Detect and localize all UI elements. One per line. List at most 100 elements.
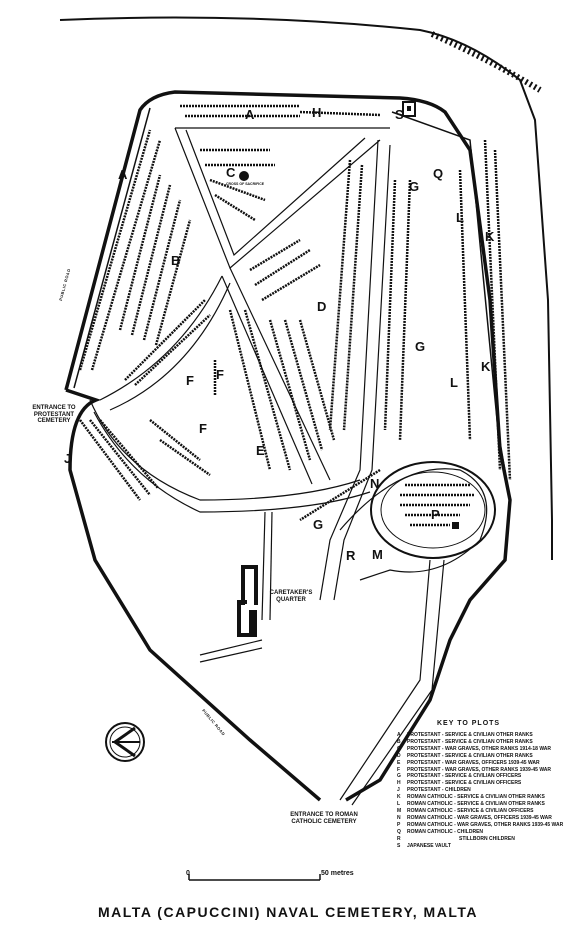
key-text: PROTESTANT - SERVICE & CIVILIAN OTHER RA… [407,732,533,738]
cross-of-sacrifice-icon [239,171,249,181]
plot-label-g-bottom: G [313,517,324,532]
grave-rows-f-e [124,299,292,477]
key-item: G PROTESTANT - SERVICE & CIVILIAN OFFICER… [397,773,573,780]
plot-label-q: Q [433,166,444,181]
outer-wall [59,16,553,560]
plot-label-s: S [395,107,404,122]
grave-rows-c [200,148,275,222]
plot-label-f-low: F [199,421,207,436]
caretaker-label: CARETAKER'S QUARTER [269,590,313,603]
key-text: ROMAN CATHOLIC - SERVICE & CIVILIAN OTHE… [407,794,545,801]
key-item: L ROMAN CATHOLIC - SERVICE & CIVILIAN OTH… [397,801,573,808]
entrance-catholic-label: ENTRANCE TO ROMAN CATHOLIC CEMETERY [290,812,358,825]
plot-label-h: H [312,105,322,120]
key-text: PROTESTANT - WAR GRAVES, OFFICERS 1939-4… [407,759,540,766]
map-title: MALTA (CAPUCCINI) NAVAL CEMETERY, MALTA [98,904,478,920]
key-letter: Q [397,828,401,835]
plot-label-k-bottom: K [481,359,491,374]
key-text: PROTESTANT - SERVICE & CIVILIAN OTHER RA… [407,738,533,745]
key-text: ROMAN CATHOLIC - WAR GRAVES, OFFICERS 19… [407,814,552,821]
scale-zero-label: 0 [186,870,190,877]
key-letter: B [397,738,401,745]
key-letter: J [397,787,400,794]
grave-rows-j [79,419,159,501]
plot-label-g-right: G [415,339,426,354]
key-item: K ROMAN CATHOLIC - SERVICE & CIVILIAN OTH… [397,794,573,801]
plot-p-circle [370,461,496,559]
key-text: ROMAN CATHOLIC - CHILDREN [407,828,484,835]
key-title: KEY TO PLOTS [437,720,501,727]
plot-label-a-top: A [245,107,255,122]
key-text: PROTESTANT - WAR GRAVES, OTHER RANKS 191… [407,745,551,752]
key-item: P ROMAN CATHOLIC - WAR GRAVES, OTHER RANK… [397,822,573,829]
plot-label-e: E [256,443,265,458]
key-item: A PROTESTANT - SERVICE & CIVILIAN OTHER R… [397,732,573,739]
grave-rows-d [249,159,364,461]
key-letter: G [397,773,401,780]
key-item: Q ROMAN CATHOLIC - CHILDREN [397,829,573,836]
key-letter: R [397,835,401,842]
cross-of-sacrifice-label: CROSS OF SACRIFICE [225,182,265,186]
grave-rows-p [400,483,475,527]
plot-label-c: C [226,165,236,180]
plot-label-r: R [346,548,356,563]
paths [89,127,488,806]
key-letter: C [397,745,401,752]
cemetery-boundary [64,90,512,802]
plot-label-n: N [370,476,380,491]
key-text: PROTESTANT - SERVICE & CIVILIAN OFFICERS [407,780,522,787]
key-item: N ROMAN CATHOLIC - WAR GRAVES, OFFICERS 1… [397,815,573,822]
plot-label-m: M [372,547,383,562]
key-list: A PROTESTANT - SERVICE & CIVILIAN OTHER R… [397,732,573,849]
key-letter: M [397,807,402,814]
scale-bar [188,874,321,881]
key-letter: E [397,759,401,766]
plot-p-marker [452,522,459,529]
key-text: ROMAN CATHOLIC - WAR GRAVES, OTHER RANKS… [407,821,564,828]
key-text: STILLBORN CHILDREN [459,835,515,842]
plot-label-b: B [171,253,181,268]
key-letter: S [397,842,401,849]
grave-rows-a [78,104,381,371]
key-item: H PROTESTANT - SERVICE & CIVILIAN OFFICER… [397,780,573,787]
key-item: S JAPANESE VAULT [397,843,573,850]
key-letter: N [397,814,401,821]
entrance-protestant-label: ENTRANCE TO PROTESTANT CEMETERY [32,405,76,425]
key-item: R STILLBORN CHILDREN [397,836,573,843]
grave-rows-b [118,174,192,346]
plot-label-l-bottom: L [450,375,458,390]
grave-rows-g-l-k [299,139,512,522]
compass-icon [105,722,145,762]
plot-label-f-left: F [186,373,194,388]
key-item: E PROTESTANT - WAR GRAVES, OFFICERS 1939-… [397,760,573,767]
scale-end-label: 50 metres [321,870,354,877]
key-item: J PROTESTANT - CHILDREN [397,787,573,794]
plot-label-a-left: A [118,167,128,182]
key-letter: L [397,801,401,808]
key-text: PROTESTANT - SERVICE & CIVILIAN OTHER RA… [407,752,533,759]
key-item: C PROTESTANT - WAR GRAVES, OTHER RANKS 19… [397,746,573,753]
key-letter: P [397,821,401,828]
key-item: B PROTESTANT - SERVICE & CIVILIAN OTHER R… [397,739,573,746]
key-text: ROMAN CATHOLIC - SERVICE & CIVILIAN OTHE… [407,801,545,808]
key-letter: K [397,794,401,801]
japanese-vault-icon [402,101,416,117]
plot-label-p: P [431,507,440,522]
plot-label-k-top: K [485,229,495,244]
key-text: JAPANESE VAULT [407,842,451,849]
key-text: PROTESTANT - WAR GRAVES, OTHER RANKS 193… [407,766,551,773]
key-item: M ROMAN CATHOLIC - SERVICE & CIVILIAN OFF… [397,808,573,815]
key-item: F PROTESTANT - WAR GRAVES, OTHER RANKS 19… [397,767,573,774]
plot-label-l-top: L [456,210,464,225]
key-letter: H [397,780,401,787]
key-letter: F [397,766,401,773]
key-text: PROTESTANT - CHILDREN [407,787,471,794]
plot-label-d: D [317,299,327,314]
key-letter: A [397,732,401,738]
key-text: ROMAN CATHOLIC - SERVICE & CIVILIAN OFFI… [407,807,534,814]
key-text: PROTESTANT - SERVICE & CIVILIAN OFFICERS [407,773,522,780]
caretaker-building [237,565,258,637]
